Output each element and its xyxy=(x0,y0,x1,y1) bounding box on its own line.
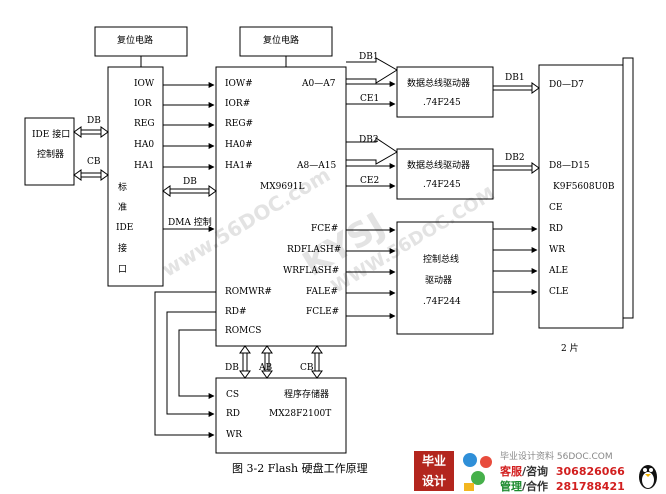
mx-ha0: HA0# xyxy=(225,140,253,150)
mx-chip-name: MX9691L xyxy=(260,182,305,192)
logo-row1: 客服/咨询 306826066 xyxy=(500,463,625,479)
mx-romcs: ROMCS xyxy=(225,326,262,336)
rom-part: MX28F2100T xyxy=(269,409,332,419)
dma-label: DMA 控制 xyxy=(168,218,212,228)
ce2-label: CE2 xyxy=(360,176,380,186)
ide-std-4: 接 xyxy=(118,244,128,254)
ide-std-1: 标 xyxy=(118,183,128,193)
flash-part: K9F5608U0B xyxy=(553,182,615,192)
cb-label: CB xyxy=(87,157,101,167)
logo-badge-top: 毕业 xyxy=(421,454,446,468)
logo-row1-num: 306826066 xyxy=(555,465,625,478)
mx-iow: IOW# xyxy=(225,79,253,89)
logo-row1-a: 客服 xyxy=(500,465,522,478)
mx-ior: IOR# xyxy=(225,99,251,109)
reset-circuit-label-1: 复位电路 xyxy=(117,36,154,46)
rom-title: 程序存储器 xyxy=(284,390,330,400)
penguin-icon xyxy=(637,462,659,490)
rom-box xyxy=(215,377,347,454)
mx-a8-a15: A8—A15 xyxy=(297,161,337,171)
ide-controller-line2: 控制器 xyxy=(37,150,65,160)
logo-row2-num: 281788421 xyxy=(555,480,625,493)
logo-badge: 毕业 设计 xyxy=(414,451,454,491)
db1-label: DB1 xyxy=(359,52,379,62)
ide-ior: IOR xyxy=(134,99,152,109)
logo-row1-b: /咨询 xyxy=(522,465,549,478)
ide-reg: REG xyxy=(134,119,155,129)
cbuf-part: .74F244 xyxy=(423,297,461,307)
db1b-label: DB1 xyxy=(505,73,525,83)
chips-label: 2 片 xyxy=(561,344,579,354)
db2b-label: DB2 xyxy=(505,153,525,163)
ide-std-3: IDE xyxy=(116,223,134,233)
db2-label: DB2 xyxy=(359,135,379,145)
logo-site: 毕业设计资料 56DOC.COM xyxy=(500,452,613,462)
flash-box xyxy=(538,64,624,329)
ide-controller-line1: IDE 接口 xyxy=(32,130,71,140)
mx-wrflash: WRFLASH# xyxy=(283,266,340,276)
ide-std-2: 准 xyxy=(118,203,128,213)
ide-ha1: HA1 xyxy=(134,161,155,171)
logo-row2-a: 管理 xyxy=(500,480,522,493)
logo-badge-bottom: 设计 xyxy=(421,474,446,488)
dbuf2-title: 数据总线驱动器 xyxy=(407,161,471,171)
dbuf2-part: .74F245 xyxy=(423,180,461,190)
cbuf-line2: 驱动器 xyxy=(425,276,453,286)
dbuf1-part: .74F245 xyxy=(423,98,461,108)
flash-ce: CE xyxy=(549,203,563,213)
flash-rd: RD xyxy=(549,224,563,234)
dbuf1-title: 数据总线驱动器 xyxy=(407,79,471,89)
mx-fce: FCE# xyxy=(311,224,339,234)
mx-reg: REG# xyxy=(225,119,254,129)
mx-romwr: ROMWR# xyxy=(225,287,272,297)
data-driver-box-1 xyxy=(396,66,494,118)
control-driver-box xyxy=(396,221,494,335)
data-driver-box-2 xyxy=(396,148,494,200)
ide-iow: IOW xyxy=(134,79,155,89)
rom-cb-label: CB xyxy=(300,363,314,373)
figure-caption: 图 3-2 Flash 硬盘工作原理 xyxy=(232,462,368,475)
mx-ha1: HA1# xyxy=(225,161,253,171)
mx-a0-a7: A0—A7 xyxy=(302,79,336,89)
mx-rdflash: RDFLASH# xyxy=(287,245,342,255)
flash-d0-d7: D0—D7 xyxy=(549,80,584,90)
flash-d8-d15: D8—D15 xyxy=(549,161,590,171)
db-mid-label: DB xyxy=(183,177,197,187)
flash-ale: ALE xyxy=(549,266,569,276)
mx9691l-box xyxy=(215,66,347,347)
ide-controller-box xyxy=(24,117,75,186)
mx-rd: RD# xyxy=(225,307,247,317)
ide-std-5: 口 xyxy=(118,265,128,275)
rom-db-label: DB xyxy=(225,363,239,373)
rom-wr: WR xyxy=(226,430,243,440)
rom-cs: CS xyxy=(226,390,240,400)
reset-circuit-label-2: 复位电路 xyxy=(263,36,300,46)
rom-rd: RD xyxy=(226,409,240,419)
logo-row2: 管理/合作 281788421 xyxy=(500,478,625,494)
ce1-label: CE1 xyxy=(360,94,380,104)
flash-cle: CLE xyxy=(549,287,569,297)
logo-row2-b: /合作 xyxy=(522,480,549,493)
rom-ab-label: AB xyxy=(259,363,273,373)
mx-fcle: FCLE# xyxy=(306,307,340,317)
cbuf-line1: 控制总线 xyxy=(423,255,460,265)
logo-people-icon xyxy=(458,450,498,492)
flash-wr: WR xyxy=(549,245,566,255)
db-label: DB xyxy=(87,116,101,126)
ide-ha0: HA0 xyxy=(134,140,155,150)
mx-fale: FALE# xyxy=(306,287,339,297)
ide-interface-box xyxy=(107,66,164,287)
